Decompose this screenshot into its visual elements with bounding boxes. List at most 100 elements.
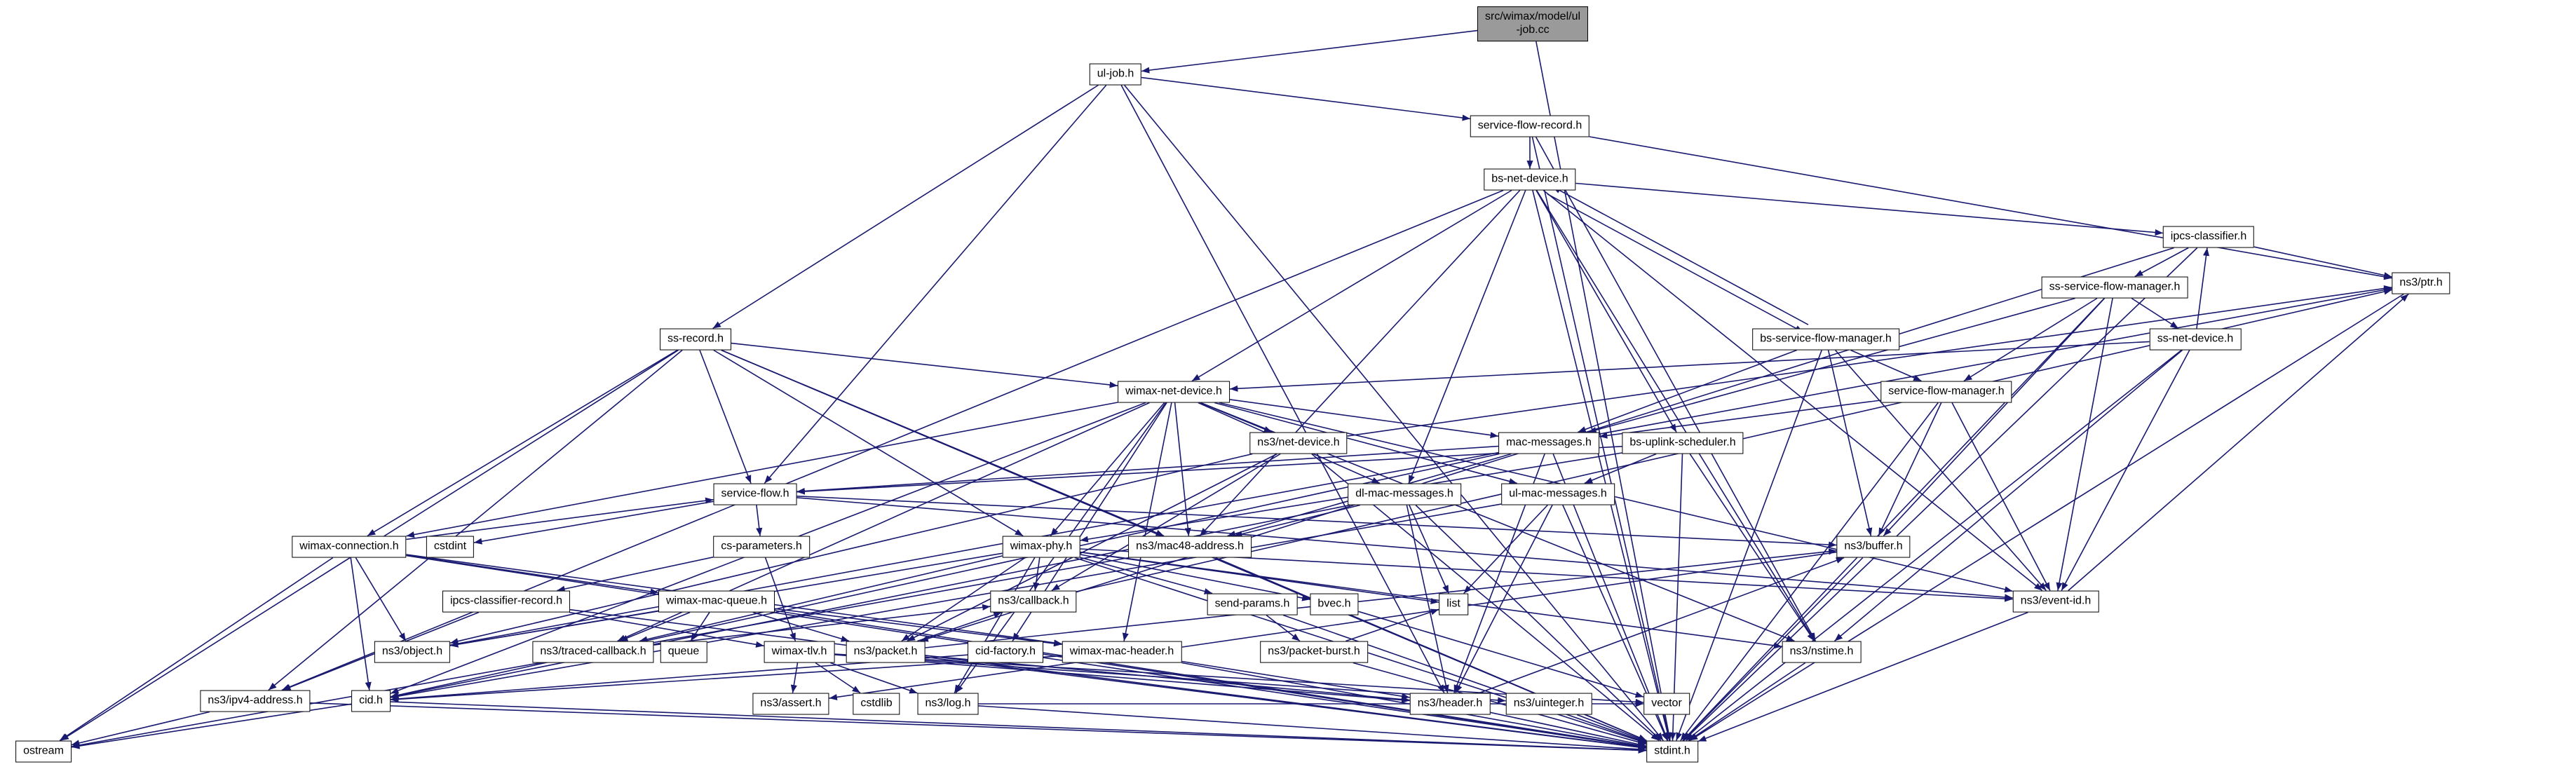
- include-edge: [1051, 453, 1281, 592]
- graph-node-vector[interactable]: vector: [1643, 693, 1690, 715]
- graph-node-send-params.h[interactable]: send-params.h: [1207, 593, 1298, 615]
- include-edge: [752, 611, 850, 642]
- graph-node-ns3-traced-callback.h[interactable]: ns3/traced-callback.h: [532, 641, 654, 663]
- include-edge: [1834, 349, 2047, 592]
- include-edge: [1589, 136, 2392, 280]
- include-edge: [756, 505, 763, 536]
- graph-node-cstdlib[interactable]: cstdlib: [853, 693, 900, 715]
- include-edge: [1578, 349, 1797, 433]
- graph-node-wimax-phy.h[interactable]: wimax-phy.h: [1002, 536, 1080, 558]
- include-edge: [2056, 298, 2113, 591]
- include-edge: [830, 662, 918, 694]
- include-edge: [390, 701, 1647, 754]
- include-edge: [764, 557, 796, 641]
- graph-node-ns3-assert.h[interactable]: ns3/assert.h: [752, 693, 829, 715]
- graph-node-ss-net-device.h[interactable]: ss-net-device.h: [2149, 328, 2242, 351]
- include-edge: [1688, 662, 1806, 742]
- graph-node-cs-parameters.h[interactable]: cs-parameters.h: [713, 536, 810, 558]
- include-edge: [1584, 453, 1657, 484]
- include-edge: [473, 501, 714, 545]
- include-edge: [796, 496, 1837, 548]
- include-edge: [350, 557, 372, 690]
- graph-node-mac-messages.h[interactable]: mac-messages.h: [1498, 432, 1599, 454]
- include-edge: [796, 446, 1622, 495]
- graph-node-cid-factory.h[interactable]: cid-factory.h: [968, 641, 1043, 663]
- include-edge: [1850, 349, 1922, 382]
- include-edge: [2196, 247, 2210, 329]
- graph-node-ns3-net-device.h[interactable]: ns3/net-device.h: [1249, 432, 1348, 454]
- graph-node-ul-mac-messages.h[interactable]: ul-mac-messages.h: [1501, 483, 1615, 505]
- graph-node-queue[interactable]: queue: [660, 641, 707, 663]
- include-edge: [790, 662, 799, 693]
- include-edge: [653, 604, 991, 646]
- graph-node-service-flow-record.h[interactable]: service-flow-record.h: [1470, 115, 1590, 137]
- graph-node-wimax-connection.h[interactable]: wimax-connection.h: [292, 536, 407, 558]
- include-edge: [1229, 341, 2150, 392]
- graph-node-ns3-log.h[interactable]: ns3/log.h: [917, 693, 979, 715]
- graph-node-bs-service-flow-manager.h[interactable]: bs-service-flow-manager.h: [1752, 328, 1899, 351]
- include-edge: [925, 548, 1837, 648]
- graph-node-wimax-mac-queue.h[interactable]: wimax-mac-queue.h: [658, 590, 775, 613]
- graph-node-service-flow.h[interactable]: service-flow.h: [713, 483, 797, 505]
- graph-node-ipcs-classifier-record.h[interactable]: ipcs-classifier-record.h: [442, 590, 571, 613]
- graph-node-ns3-object.h[interactable]: ns3/object.h: [374, 641, 451, 663]
- include-edge: [699, 350, 752, 484]
- include-edge: [2131, 297, 2179, 329]
- include-edge: [907, 453, 1277, 642]
- graph-node-bs-net-device.h[interactable]: bs-net-device.h: [1484, 168, 1576, 191]
- include-edge: [1141, 76, 1471, 121]
- graph-node-list[interactable]: list: [1439, 593, 1468, 615]
- include-edge: [1536, 41, 1672, 741]
- graph-node-stdint.h[interactable]: stdint.h: [1646, 740, 1698, 763]
- include-edge: [1536, 190, 1816, 641]
- include-edge: [925, 656, 1647, 751]
- graph-node-wimax-mac-header.h[interactable]: wimax-mac-header.h: [1062, 641, 1182, 663]
- include-edge: [1883, 297, 2106, 537]
- include-edge: [1358, 611, 1644, 698]
- include-edge: [1266, 614, 1301, 642]
- graph-node-ns3-ipv4-address.h[interactable]: ns3/ipv4-address.h: [200, 690, 311, 712]
- include-edge: [1282, 614, 1647, 743]
- graph-node-ns3-event-id.h[interactable]: ns3/event-id.h: [2012, 590, 2099, 613]
- include-edge: [1697, 611, 2028, 742]
- graph-node-cid.h[interactable]: cid.h: [351, 690, 391, 712]
- include-edge: [639, 555, 1003, 643]
- include-edge: [1599, 400, 1881, 439]
- include-edge: [1689, 293, 2404, 742]
- graph-node-ns3-callback.h[interactable]: ns3/callback.h: [990, 590, 1077, 613]
- include-edge: [406, 554, 659, 595]
- include-edge: [1490, 712, 1647, 748]
- graph-node-bvec.h[interactable]: bvec.h: [1310, 593, 1359, 615]
- include-edge: [796, 497, 2013, 601]
- graph-node-ns3-packet.h[interactable]: ns3/packet.h: [846, 641, 926, 663]
- include-edge: [1676, 350, 1822, 741]
- graph-node-ns3-mac48-address.h[interactable]: ns3/mac48-address.h: [1128, 536, 1252, 558]
- graph-node-wimax-net-device.h[interactable]: wimax-net-device.h: [1118, 381, 1230, 403]
- include-edge: [1680, 402, 1939, 741]
- graph-node-ss-record.h[interactable]: ss-record.h: [659, 328, 732, 351]
- include-edge: [59, 557, 334, 742]
- graph-node-ul-job.h[interactable]: ul-job.h: [1089, 63, 1142, 86]
- graph-node-ns3-buffer.h[interactable]: ns3/buffer.h: [1836, 536, 1911, 558]
- include-edge: [1214, 402, 1518, 484]
- graph-node-service-flow-manager.h[interactable]: service-flow-manager.h: [1880, 381, 2012, 403]
- graph-node-ss-service-flow-manager.h[interactable]: ss-service-flow-manager.h: [2041, 276, 2188, 299]
- graph-node-dl-mac-messages.h[interactable]: dl-mac-messages.h: [1348, 483, 1461, 505]
- graph-node-ns3-uinteger.h[interactable]: ns3/uinteger.h: [1505, 693, 1592, 715]
- graph-node-ostream[interactable]: ostream: [15, 740, 72, 763]
- graph-node-wimax-tlv.h[interactable]: wimax-tlv.h: [764, 641, 835, 663]
- graph-node-ns3-ptr.h[interactable]: ns3/ptr.h: [2392, 272, 2450, 294]
- graph-node-ipcs-classifier.h[interactable]: ipcs-classifier.h: [2162, 226, 2255, 248]
- include-edge: [1682, 297, 2105, 742]
- include-edge: [1479, 557, 1845, 694]
- include-edge: [619, 611, 691, 642]
- graph-node-bs-uplink-scheduler.h[interactable]: bs-uplink-scheduler.h: [1622, 432, 1744, 454]
- graph-node-ns3-packet-burst.h[interactable]: ns3/packet-burst.h: [1260, 641, 1368, 663]
- include-edge: [713, 349, 1024, 537]
- graph-node-ns3-nstime.h[interactable]: ns3/nstime.h: [1782, 641, 1862, 663]
- graph-node-cstdint[interactable]: cstdint: [426, 536, 475, 558]
- include-edge: [1547, 193, 1803, 333]
- include-edge: [712, 84, 1099, 329]
- include-edge: [1878, 402, 1942, 536]
- graph-node-ns3-header.h[interactable]: ns3/header.h: [1409, 693, 1491, 715]
